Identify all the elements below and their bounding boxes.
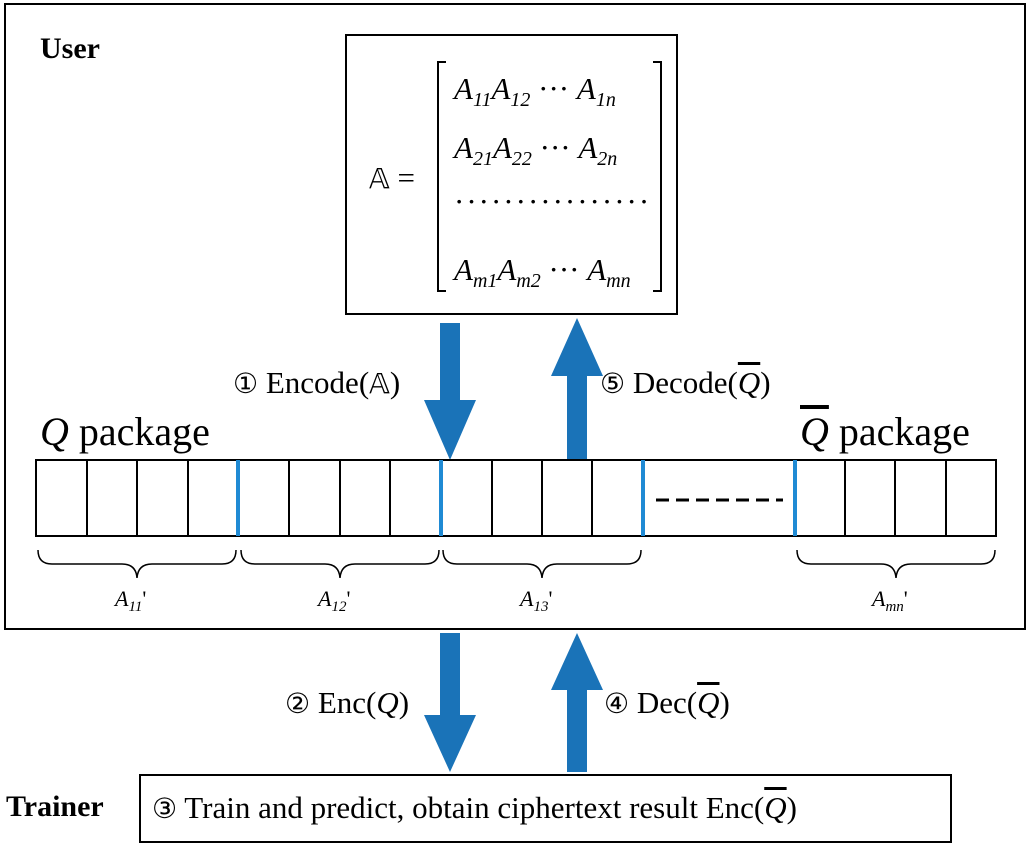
- brace-label-amn: Amn': [872, 586, 908, 615]
- matrix-dots: ················: [454, 184, 652, 219]
- user-region: [4, 3, 1026, 630]
- step-dec: ④ Dec(Q): [604, 685, 730, 720]
- q-bar-package-label: Q package: [800, 409, 970, 454]
- brace-label-a13: A13': [520, 586, 553, 615]
- q-package-label: Q package: [40, 409, 210, 454]
- arrow-enc-down: [424, 633, 476, 772]
- matrix-left-bracket: [437, 61, 446, 292]
- brace-a13: [442, 549, 642, 579]
- user-label: User: [40, 32, 100, 65]
- brace-label-a12: A12': [318, 586, 351, 615]
- matrix-box: [345, 34, 678, 315]
- segment-dividers: [236, 460, 797, 536]
- matrix-right-bracket: [653, 61, 662, 292]
- step-enc: ② Enc(Q): [285, 685, 410, 720]
- step-encode: ① Encode(𝔸): [233, 365, 401, 400]
- brace-amn: [796, 549, 996, 579]
- matrix-symbol: 𝔸 =: [369, 162, 415, 193]
- step-train: ③ Train and predict, obtain ciphertext r…: [152, 790, 797, 825]
- trainer-label: Trainer: [6, 790, 104, 823]
- brace-a11: [37, 549, 237, 579]
- brace-a12: [240, 549, 440, 579]
- matrix-equals: =: [397, 160, 415, 195]
- matrix-row-m: Am1Am2 ··· Amn: [454, 252, 631, 292]
- package-cells: [86, 460, 947, 536]
- arrow-encode-down: [424, 323, 476, 460]
- arrow-dec-up: [551, 633, 603, 772]
- brace-label-a11: A11': [115, 586, 147, 615]
- trainer-box: [139, 774, 952, 843]
- package-strip: [35, 459, 997, 537]
- step-decode: ⑤ Decode(Q): [600, 365, 771, 400]
- matrix-row-2: A21A22 ··· A2n: [454, 130, 618, 170]
- matrix-symbol-glyph: 𝔸: [369, 162, 390, 195]
- arrow-decode-up: [551, 318, 603, 460]
- matrix-row-1: A11A12 ··· A1n: [454, 71, 616, 111]
